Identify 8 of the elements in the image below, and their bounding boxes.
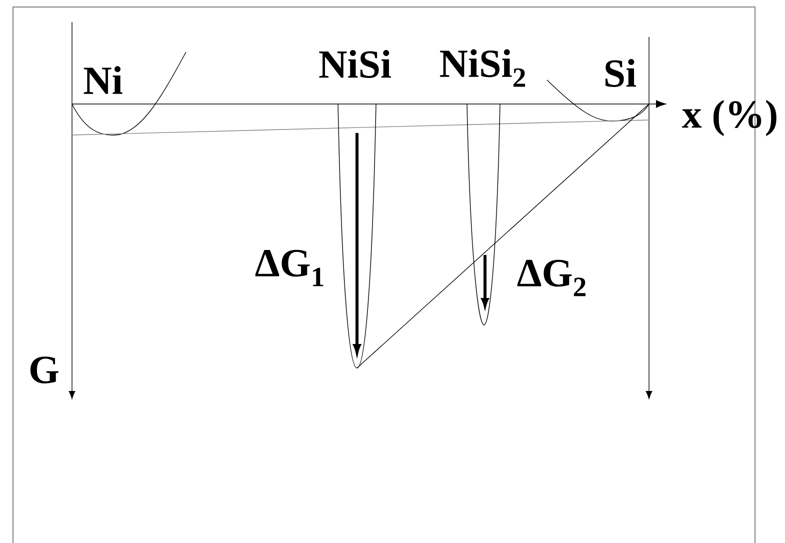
phase-label: Si xyxy=(606,58,636,88)
axis-label: G xyxy=(30,356,58,384)
energy-label: ΔG$_{1}$ xyxy=(255,250,324,286)
phase-label: NiSi xyxy=(319,50,391,78)
phase-label: Ni xyxy=(84,66,122,94)
axis-label: x (%) xyxy=(682,100,776,136)
energy-label: ΔG$_{2}$ xyxy=(517,260,586,296)
phase-label: NiSi$_{2}$ xyxy=(440,49,526,87)
